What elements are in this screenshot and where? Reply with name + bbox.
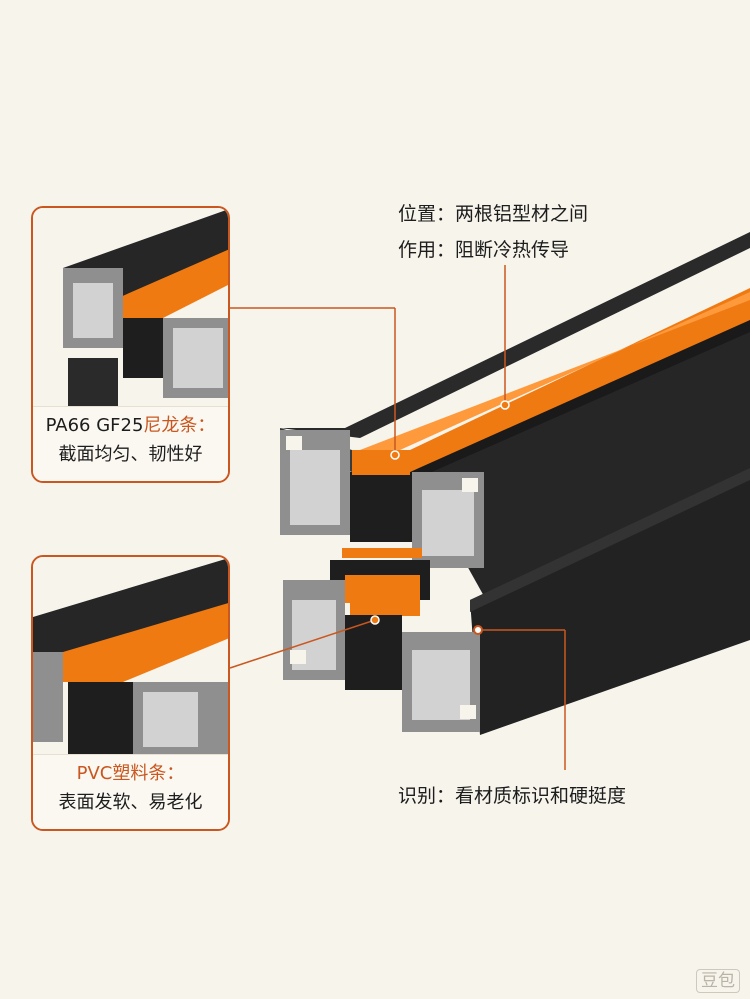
nylon-strip-code: PA66 GF25	[45, 415, 144, 436]
pvc-strip-callout: PVC塑料条： 表面发软、易老化	[31, 555, 230, 831]
nylon-strip-description: 截面均匀、韧性好	[58, 444, 203, 465]
nylon-strip-material: 尼龙条：	[143, 415, 216, 436]
nylon-strip-callout: PA66 GF25尼龙条： 截面均匀、韧性好	[31, 206, 230, 483]
function-text: 作用：阻断冷热传导	[398, 239, 570, 261]
nylon-strip-caption: PA66 GF25尼龙条： 截面均匀、韧性好	[33, 406, 228, 481]
position-text: 位置：两根铝型材之间	[398, 203, 589, 225]
pvc-strip-title: PVC塑料条：	[76, 763, 185, 784]
pvc-strip-description: 表面发软、易老化	[58, 792, 203, 813]
pvc-strip-caption: PVC塑料条： 表面发软、易老化	[33, 754, 228, 829]
nylon-strip-title: PA66 GF25尼龙条：	[33, 407, 228, 441]
identify-note: 识别：看材质标识和硬挺度	[398, 785, 627, 807]
watermark: 豆包	[696, 969, 740, 993]
position-function-note: 位置：两根铝型材之间 作用：阻断冷热传导	[398, 196, 588, 268]
pvc-strip-zoom-image	[33, 557, 228, 757]
nylon-strip-zoom-image	[33, 208, 228, 408]
